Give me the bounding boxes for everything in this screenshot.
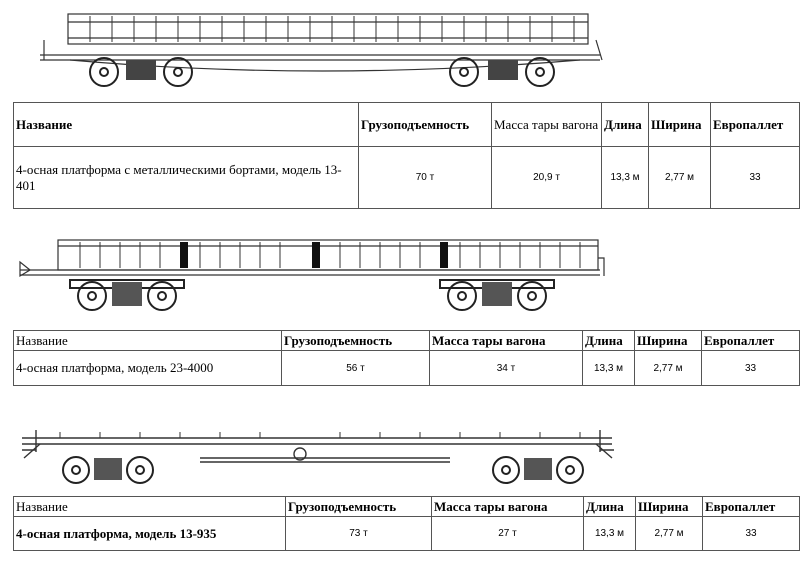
header-name: Название (13, 496, 286, 517)
table-row: 4-осная платформа с металлическими борта… (13, 146, 800, 209)
header-tare: Масса тары вагона (491, 102, 602, 147)
table-header-row: Название Грузоподъемность Масса тары ваг… (13, 102, 800, 147)
row-tare: 20,9 т (491, 146, 602, 209)
table-header-row: Название Грузоподъемность Масса тары ваг… (13, 330, 800, 351)
header-tare: Масса тары вагона (431, 496, 584, 517)
header-length: Длина (601, 102, 649, 147)
row-name: 4-осная платформа с металлическими борта… (13, 146, 359, 209)
railcar-drawing-23-4000 (0, 218, 807, 324)
railcar-drawing-13-935 (0, 406, 807, 494)
header-pallets: Европаллет (710, 102, 800, 147)
header-name: Название (13, 102, 359, 147)
header-capacity: Грузоподъемность (285, 496, 432, 517)
platform-23-4000-illustration (19, 239, 605, 311)
row-length: 13,3 м (583, 516, 636, 551)
header-capacity: Грузоподъемность (281, 330, 430, 351)
platform-13-935-illustration (22, 430, 614, 484)
header-width: Ширина (635, 496, 703, 517)
row-tare: 34 т (429, 350, 583, 386)
row-length: 13,3 м (582, 350, 635, 386)
row-capacity: 70 т (358, 146, 492, 209)
header-capacity: Грузоподъемность (358, 102, 492, 147)
row-width: 2,77 м (634, 350, 702, 386)
spec-table-13-935: Название Грузоподъемность Масса тары ваг… (13, 496, 800, 551)
table-row: 4-осная платформа, модель 23-4000 56 т 3… (13, 350, 800, 386)
row-width: 2,77 м (635, 516, 703, 551)
row-pallets: 33 (702, 516, 800, 551)
row-pallets: 33 (701, 350, 800, 386)
platform-with-sides-illustration (40, 13, 603, 87)
spec-table-13-401: Название Грузоподъемность Масса тары ваг… (13, 102, 800, 209)
row-name: 4-осная платформа, модель 13-935 (13, 516, 286, 551)
row-pallets: 33 (710, 146, 800, 209)
row-length: 13,3 м (601, 146, 649, 209)
header-length: Длина (583, 496, 636, 517)
table-row: 4-осная платформа, модель 13-935 73 т 27… (13, 516, 800, 551)
header-tare: Масса тары вагона (429, 330, 583, 351)
row-tare: 27 т (431, 516, 584, 551)
header-width: Ширина (648, 102, 711, 147)
header-pallets: Европаллет (701, 330, 800, 351)
header-width: Ширина (634, 330, 702, 351)
header-length: Длина (582, 330, 635, 351)
row-capacity: 56 т (281, 350, 430, 386)
row-capacity: 73 т (285, 516, 432, 551)
header-name: Название (13, 330, 282, 351)
table-header-row: Название Грузоподъемность Масса тары ваг… (13, 496, 800, 517)
spec-table-23-4000: Название Грузоподъемность Масса тары ваг… (13, 330, 800, 386)
row-name: 4-осная платформа, модель 23-4000 (13, 350, 282, 386)
header-pallets: Европаллет (702, 496, 800, 517)
row-width: 2,77 м (648, 146, 711, 209)
railcar-drawing-13-401 (0, 0, 807, 98)
